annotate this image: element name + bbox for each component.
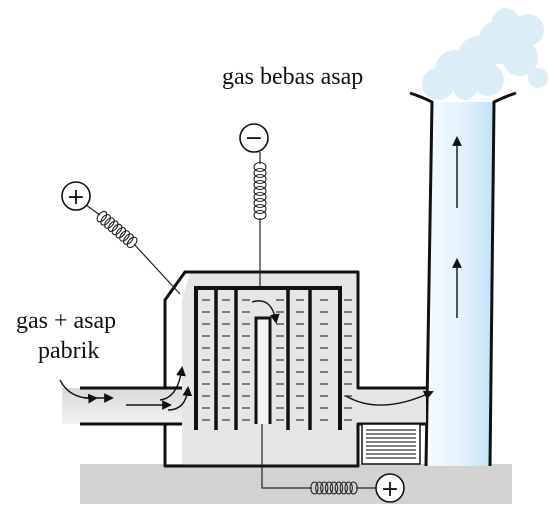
chimney bbox=[409, 91, 517, 467]
coil-spring-icon bbox=[320, 481, 329, 495]
minus-terminal-icon: − bbox=[239, 123, 269, 153]
coil-spring-icon bbox=[100, 214, 112, 226]
plus-terminal-icon: + bbox=[61, 181, 91, 211]
coil-spring-icon bbox=[119, 230, 130, 242]
precipitator-chamber bbox=[163, 270, 428, 468]
coil-spring-icon bbox=[126, 236, 138, 249]
discharge-electrode bbox=[254, 316, 272, 424]
coil-spring-icon bbox=[334, 481, 344, 495]
flow-arrow-icon bbox=[159, 366, 186, 401]
svg-text:+: + bbox=[67, 185, 85, 210]
dust-hopper bbox=[361, 423, 421, 465]
svg-text:+: + bbox=[381, 477, 399, 502]
coil-spring-icon bbox=[253, 167, 267, 179]
coil-spring-icon bbox=[253, 185, 267, 197]
coil-spring-icon bbox=[324, 481, 334, 495]
ground-slab bbox=[80, 464, 512, 504]
coil-spring-icon bbox=[344, 481, 353, 495]
coil-spring-icon bbox=[253, 179, 267, 191]
coil-spring-icon bbox=[253, 197, 267, 209]
coil-spring-icon bbox=[104, 217, 115, 229]
flow-arrow-icon bbox=[59, 379, 98, 404]
coil-spring-icon bbox=[122, 233, 134, 245]
gas-flow-arrows bbox=[59, 300, 434, 411]
flow-arrow-icon bbox=[345, 390, 434, 406]
coil-spring-icon bbox=[253, 191, 267, 203]
coil-spring-icon bbox=[253, 173, 267, 185]
coil-spring-icon bbox=[329, 481, 339, 495]
coil-spring-icon bbox=[115, 227, 127, 239]
flow-arrow-icon bbox=[251, 300, 280, 324]
coil-spring-icon bbox=[253, 203, 267, 215]
coil-spring-icon bbox=[107, 220, 119, 232]
coil-spring-icon bbox=[315, 481, 324, 495]
coil-spring-icon bbox=[96, 210, 108, 223]
svg-text:−: − bbox=[245, 126, 263, 151]
coil-spring-icon bbox=[310, 481, 319, 495]
coil-spring-icon bbox=[253, 161, 267, 173]
input-gas-label-line2: pabrik bbox=[38, 338, 100, 364]
flow-arrow-icon bbox=[167, 386, 193, 411]
coil-spring-icon bbox=[349, 481, 358, 495]
plus-terminal-icon: + bbox=[375, 473, 405, 503]
input-gas-label-line1: gas + asap bbox=[16, 308, 117, 334]
plate-frame bbox=[194, 286, 342, 430]
coil-spring-icon bbox=[339, 481, 348, 495]
coil-spring-icon bbox=[111, 223, 123, 236]
smoke-cloud-icon bbox=[422, 8, 548, 100]
coils bbox=[96, 161, 358, 495]
collector-plates bbox=[194, 286, 352, 430]
output-gas-label: gas bebas asap bbox=[222, 64, 364, 90]
coil-spring-icon bbox=[253, 209, 267, 221]
inlet-pipe bbox=[62, 386, 182, 426]
